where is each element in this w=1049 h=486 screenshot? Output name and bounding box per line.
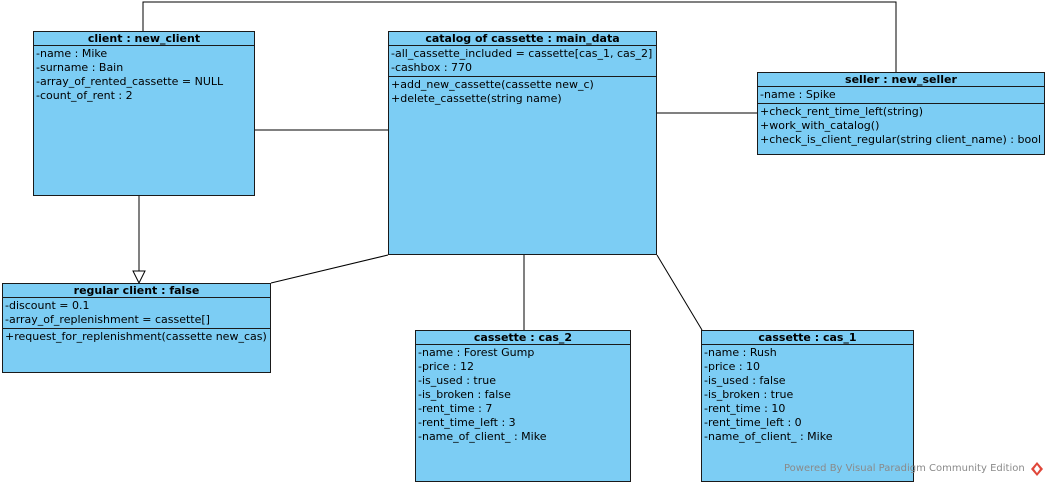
object-seller[interactable]: seller : new_seller -name : Spike +check…: [757, 72, 1045, 155]
attribute-row: -all_cassette_included = cassette[cas_1,…: [391, 47, 653, 60]
attributes-section: -discount = 0.1 -array_of_replenishment …: [3, 298, 270, 329]
attribute-row: -name : Forest Gump: [418, 346, 535, 359]
attribute-row: -is_broken : false: [418, 388, 511, 401]
attribute-row: -array_of_rented_cassette = NULL: [36, 75, 224, 88]
operations-section: +add_new_cassette(cassette new_c) +delet…: [389, 77, 656, 107]
attributes-section: -name : Forest Gump -price : 12 -is_used…: [416, 345, 630, 445]
attribute-row: -rent_time_left : 3: [418, 416, 516, 429]
operation-row: +check_rent_time_left(string): [760, 105, 924, 118]
attributes-section: -name : Spike: [758, 87, 1044, 104]
attribute-row: -is_broken : true: [704, 388, 794, 401]
object-regular-client[interactable]: regular client : false -discount = 0.1 -…: [2, 283, 271, 373]
attribute-row: -price : 12: [418, 360, 475, 373]
attribute-row: -rent_time_left : 0: [704, 416, 802, 429]
object-title: catalog of cassette : main_data: [389, 32, 656, 46]
object-title: cassette : cas_1: [702, 331, 913, 345]
object-cassette-cas2[interactable]: cassette : cas_2 -name : Forest Gump -pr…: [415, 330, 631, 482]
attribute-row: -is_used : false: [704, 374, 786, 387]
object-title: regular client : false: [3, 284, 270, 298]
operations-section: +request_for_replenishment(cassette new_…: [3, 329, 270, 345]
operation-row: +work_with_catalog(): [760, 119, 880, 132]
watermark-text: Powered By Visual Paradigm Community Edi…: [784, 463, 1025, 474]
attribute-row: -is_used : true: [418, 374, 496, 387]
attribute-row: -rent_time : 10: [704, 402, 786, 415]
attributes-section: -all_cassette_included = cassette[cas_1,…: [389, 46, 656, 77]
attribute-row: -name_of_client_ : Mike: [418, 430, 547, 443]
association-client-seller: [142, 1, 897, 72]
attribute-row: -name : Rush: [704, 346, 777, 359]
attributes-section: -name : Rush -price : 10 -is_used : fals…: [702, 345, 913, 445]
operation-row: +delete_cassette(string name): [391, 92, 562, 105]
attribute-row: -cashbox : 770: [391, 61, 473, 74]
attribute-row: -discount = 0.1: [5, 299, 90, 312]
operation-row: +add_new_cassette(cassette new_c): [391, 78, 594, 91]
attribute-row: -name : Mike: [36, 47, 108, 60]
attributes-section: -name : Mike -surname : Bain -array_of_r…: [34, 46, 254, 104]
object-client[interactable]: client : new_client -name : Mike -surnam…: [33, 31, 255, 196]
association-catalog-cas1: [656, 254, 703, 331]
visual-paradigm-logo-icon: [1031, 462, 1043, 476]
attribute-row: -rent_time : 7: [418, 402, 493, 415]
attribute-row: -count_of_rent : 2: [36, 89, 133, 102]
attribute-row: -name_of_client_ : Mike: [704, 430, 833, 443]
object-catalog[interactable]: catalog of cassette : main_data -all_cas…: [388, 31, 657, 255]
object-cassette-cas1[interactable]: cassette : cas_1 -name : Rush -price : 1…: [701, 330, 914, 482]
attribute-row: -surname : Bain: [36, 61, 124, 74]
attribute-row: -price : 10: [704, 360, 761, 373]
attribute-row: -array_of_replenishment = cassette[]: [5, 313, 210, 326]
association-catalog-regular: [270, 254, 389, 284]
operation-row: +check_is_client_regular(string client_n…: [760, 133, 1042, 146]
operations-section: +check_rent_time_left(string) +work_with…: [758, 104, 1044, 148]
object-title: cassette : cas_2: [416, 331, 630, 345]
attribute-row: -name : Spike: [760, 88, 836, 101]
object-title: client : new_client: [34, 32, 254, 46]
generalization-arrowhead: [132, 270, 146, 285]
operation-row: +request_for_replenishment(cassette new_…: [5, 330, 267, 343]
object-title: seller : new_seller: [758, 73, 1044, 87]
